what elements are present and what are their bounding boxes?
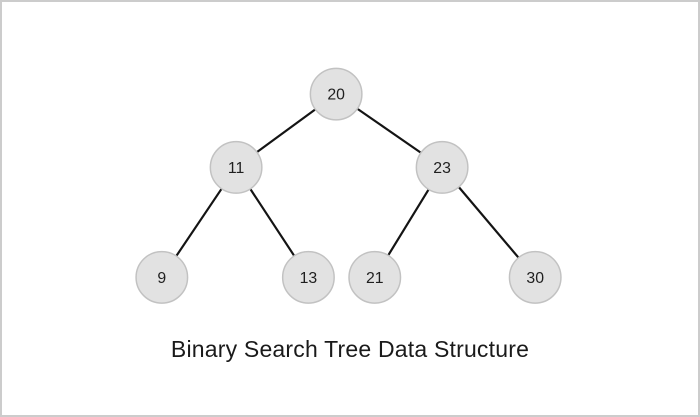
- tree-node-circle: [209, 140, 263, 194]
- tree-node-value: 13: [300, 270, 318, 287]
- tree-node-value: 9: [157, 270, 166, 287]
- tree-node-value: 11: [228, 160, 245, 177]
- tree-edge-23-21: [387, 188, 430, 257]
- tree-node-value: 30: [526, 270, 544, 287]
- tree-edge-11-9: [175, 187, 223, 258]
- tree-node-value: 21: [366, 270, 384, 287]
- diagram-caption: Binary Search Tree Data Structure: [170, 336, 530, 362]
- tree-edge-11-13: [249, 187, 296, 257]
- tree-node-value: 20: [327, 87, 345, 104]
- tree-edge-23-30: [457, 185, 520, 259]
- tree-edge-20-23: [356, 107, 423, 154]
- tree-node-13: 13: [281, 250, 335, 304]
- tree-node-21: 21: [348, 250, 402, 304]
- tree-node-value: 23: [433, 160, 451, 177]
- tree-node-circle: [309, 67, 363, 121]
- tree-node-circle: [508, 250, 562, 304]
- tree-node-circle: [415, 140, 469, 194]
- tree-node-circle: [135, 250, 189, 304]
- tree-edge-20-11: [255, 108, 317, 154]
- tree-node-20: 20: [309, 67, 363, 121]
- tree-node-circle: [281, 250, 335, 304]
- tree-node-9: 9: [135, 250, 189, 304]
- tree-node-30: 30: [508, 250, 562, 304]
- tree-node-circle: [348, 250, 402, 304]
- tree-node-11: 11: [209, 140, 263, 194]
- tree-node-23: 23: [415, 140, 469, 194]
